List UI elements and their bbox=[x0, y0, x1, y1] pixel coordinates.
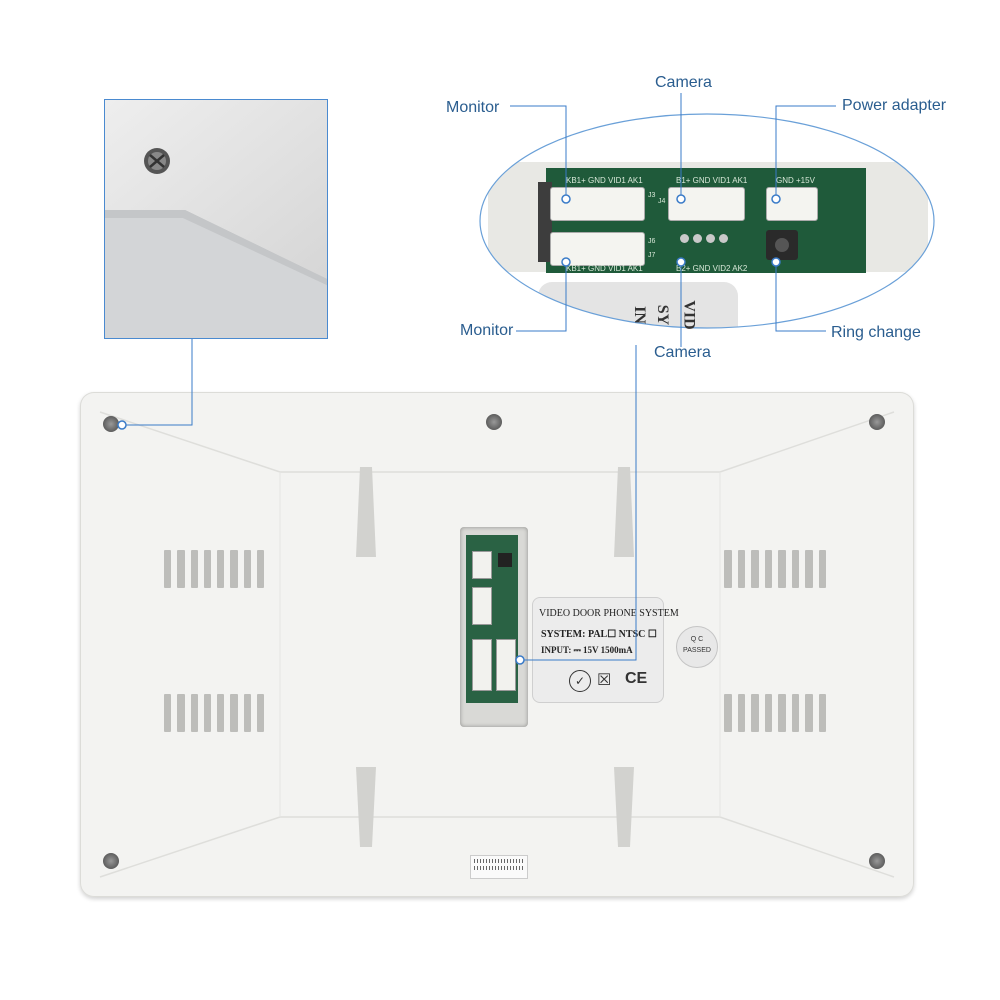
weee-bin-icon: ☒ bbox=[597, 672, 612, 689]
device-back-details bbox=[99, 411, 895, 878]
silk-label-j6: J6 bbox=[648, 238, 656, 245]
spec-title: VIDEO DOOR PHONE SYSTEM bbox=[539, 608, 679, 619]
silk-j4: B1+ GND VID1 AK1 bbox=[676, 176, 748, 185]
corner-zoom-image bbox=[105, 100, 327, 338]
vent-right-top bbox=[724, 550, 826, 588]
connector-j5 bbox=[766, 187, 818, 221]
callout-monitor-top: Monitor bbox=[446, 99, 500, 116]
screw-top-center bbox=[486, 414, 502, 430]
spec-label: VIDEO DOOR PHONE SYSTEM SYSTEM: PAL☐ NTS… bbox=[532, 597, 679, 703]
callout-ring-change: Ring change bbox=[831, 324, 921, 341]
bay-connector-2 bbox=[472, 587, 492, 625]
silk-label-j4: J4 bbox=[658, 198, 666, 205]
spec-input: INPUT: ⎓ 15V 1500mA bbox=[541, 645, 633, 655]
qc-line-1: Q C bbox=[690, 636, 704, 643]
recycle-icon: ✓ bbox=[569, 670, 591, 692]
bay-button bbox=[498, 553, 512, 567]
silk-j6: B2+ GND VID2 AK2 bbox=[676, 264, 748, 273]
silk-j5: GND +15V bbox=[776, 176, 815, 185]
silk-j7: KB1+ GND VID1 AK1 bbox=[566, 264, 643, 273]
connector-bay bbox=[460, 527, 528, 727]
qc-line-2: PASSED bbox=[683, 647, 711, 654]
pcb-pads bbox=[680, 234, 732, 248]
screw-bottom-left bbox=[103, 853, 119, 869]
callout-power-adapter: Power adapter bbox=[842, 97, 947, 114]
silk-label-j3: J3 bbox=[648, 192, 656, 199]
vent-left-top bbox=[164, 550, 264, 588]
silk-label-j7: J7 bbox=[648, 252, 656, 259]
callout-camera-bottom: Camera bbox=[654, 344, 711, 361]
screw-top-right bbox=[869, 414, 885, 430]
serial-sticker bbox=[470, 855, 528, 879]
vent-left-bottom bbox=[164, 694, 264, 732]
spec-system: SYSTEM: PAL☐ NTSC ☐ bbox=[541, 629, 657, 640]
vent-right-bottom bbox=[724, 694, 826, 732]
corner-zoom-inset bbox=[104, 99, 328, 339]
bay-connector-4 bbox=[496, 639, 516, 691]
callout-camera-top: Camera bbox=[655, 74, 712, 91]
bay-connector-3 bbox=[472, 639, 492, 691]
ce-mark: CE bbox=[625, 670, 648, 687]
ring-change-button bbox=[766, 230, 798, 260]
screw-top-left bbox=[103, 416, 119, 432]
bay-connector-1 bbox=[472, 551, 492, 579]
qc-sticker: Q C PASSED bbox=[676, 626, 718, 668]
callout-monitor-bottom: Monitor bbox=[460, 322, 514, 339]
screw-bottom-right bbox=[869, 853, 885, 869]
silk-j3: KB1+ GND VID1 AK1 bbox=[566, 176, 643, 185]
